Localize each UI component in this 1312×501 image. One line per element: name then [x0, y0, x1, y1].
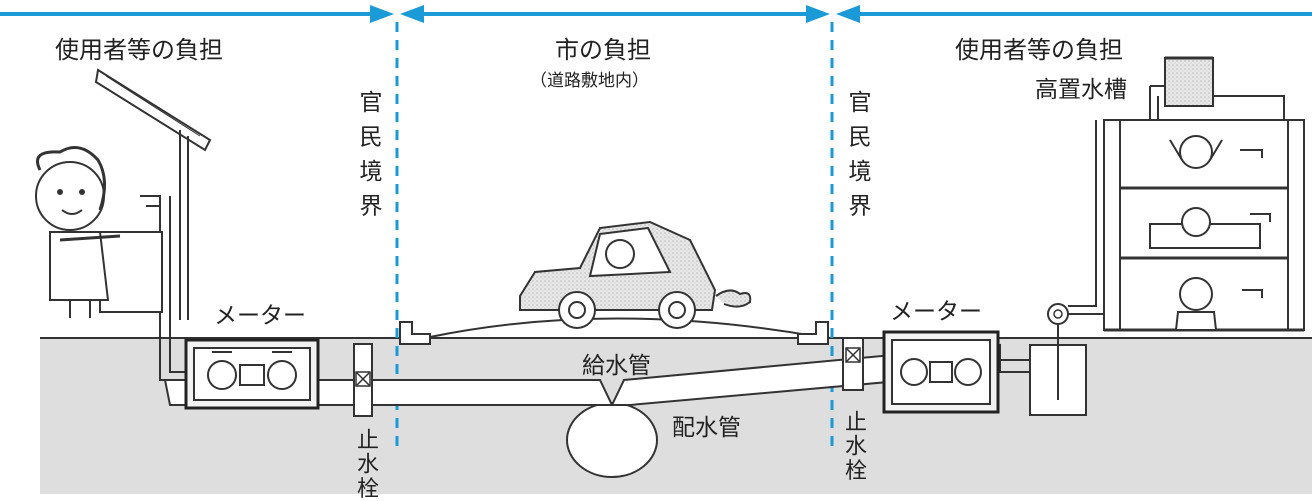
- boundary-label-right: 官民境界: [844, 90, 870, 228]
- building: [1103, 56, 1305, 332]
- road-surface: [429, 317, 821, 338]
- stop-valve-label-right: 止水栓: [841, 410, 866, 483]
- center-responsibility-label: 市の負担: [555, 36, 651, 64]
- meter-label-right: メーター: [890, 299, 982, 325]
- meter-box-right: [882, 330, 1000, 414]
- responsibility-arrows: [0, 5, 1312, 23]
- fitting-left: [399, 321, 431, 345]
- fitting-right: [797, 321, 829, 345]
- boundary-label-left: 官民境界: [355, 90, 381, 228]
- stop-valve-label-left: 止水栓: [353, 428, 378, 501]
- elevated-tank-label: 高置水槽: [1035, 77, 1127, 103]
- left-house: [94, 68, 212, 320]
- right-responsibility-label: 使用者等の負担: [955, 36, 1123, 64]
- distribution-pipe-label: 配水管: [672, 415, 741, 441]
- meter-box-left: [184, 338, 320, 410]
- left-responsibility-label: 使用者等の負担: [55, 36, 223, 64]
- stop-valve-left: [353, 343, 373, 417]
- car-illustration: [519, 220, 752, 329]
- distribution-main-pipe: [566, 402, 658, 478]
- center-responsibility-sublabel: （道路敷地内）: [530, 71, 649, 91]
- meter-label-left: メーター: [214, 303, 306, 329]
- woman-figure: [35, 146, 121, 318]
- stop-valve-right: [842, 337, 864, 391]
- supply-pipe-label: 給水管: [582, 353, 651, 379]
